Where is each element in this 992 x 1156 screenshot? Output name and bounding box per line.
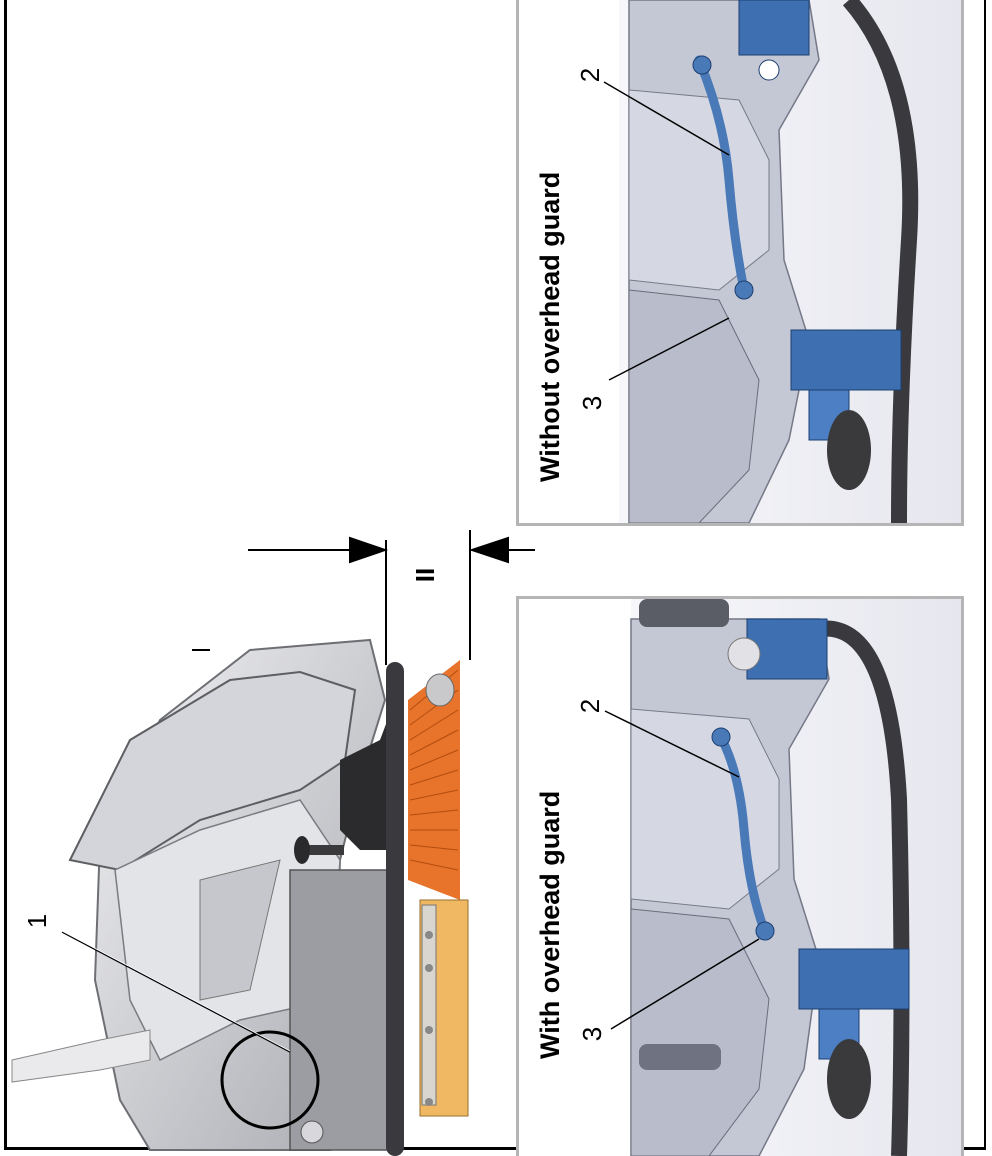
side-brush [408, 660, 460, 900]
grip-handle [11, 1029, 151, 1083]
hopper-strut [199, 859, 281, 1001]
dimension-marker [248, 530, 535, 665]
dimension-label: II [410, 567, 440, 583]
panel-without-guard-illustration [603, 0, 961, 523]
panel-with-guard: With overhead guard 2 3 [516, 596, 964, 1156]
black-cover [340, 700, 395, 850]
main-handle-bar [386, 662, 404, 1156]
panel-with-guard-illustration [604, 599, 961, 1156]
panel-without-guard-callout-3: 3 [577, 395, 607, 411]
chassis-side [289, 869, 391, 1151]
panel-without-guard: Without overhead guard 2 3 [516, 0, 964, 526]
callout-1-leader [61, 931, 291, 1053]
panel-with-guard-callout-3: 3 [577, 1026, 607, 1042]
panel-with-guard-callout-2: 2 [575, 698, 605, 714]
chassis-bolt [300, 1120, 324, 1144]
panel-without-guard-title: Without overhead guard [535, 171, 565, 482]
clamp-knob [298, 845, 344, 855]
callout-1: 1 [22, 913, 52, 929]
hopper-top-cover [68, 670, 357, 872]
panel-without-guard-callout-2: 2 [575, 67, 605, 83]
panel-with-guard-title: With overhead guard [535, 790, 565, 1059]
callout-1-circle [220, 1030, 320, 1130]
